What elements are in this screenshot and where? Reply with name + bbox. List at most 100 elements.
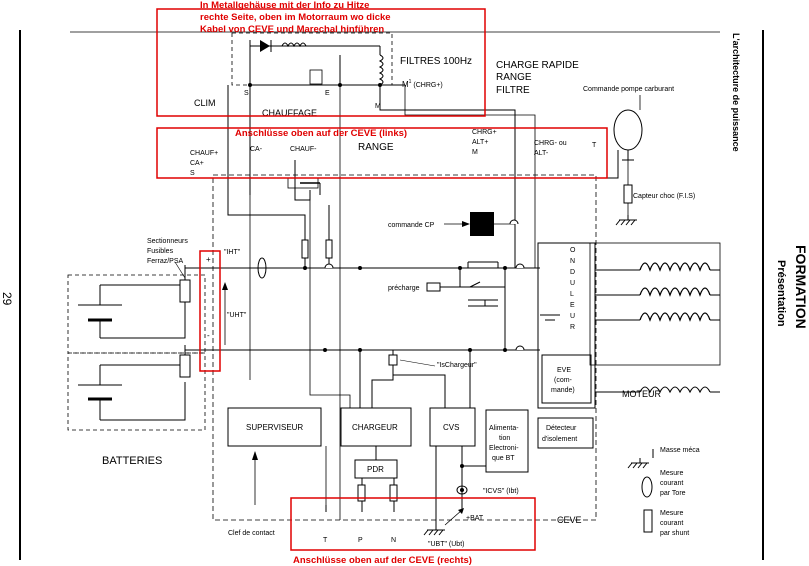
page-number: 29 — [0, 292, 14, 306]
detecteur-box — [537, 417, 594, 449]
annotation-box-top — [156, 8, 486, 117]
t-bottom-label: T — [323, 537, 328, 544]
alim-label-4: que BT — [492, 455, 515, 462]
filtres-label: FILTRES 100Hz — [400, 56, 472, 67]
filters-block — [248, 40, 405, 100]
pdr-box — [354, 459, 398, 479]
legend-shunt-1: Mesure — [660, 510, 683, 517]
chauf-minus-label: CHAUF- — [290, 146, 317, 153]
ca-plus-label: CA+ — [190, 160, 204, 167]
t-top-label: T — [592, 142, 597, 149]
icvs-sensor — [456, 485, 468, 495]
onduleur-letter: U — [570, 280, 575, 287]
charge-rapide-label: CHARGE RAPIDE — [496, 60, 579, 71]
moteur-label: MOTEUR — [622, 389, 661, 399]
uht-label: "UHT" — [227, 312, 247, 319]
legend-tore-1: Mesure — [660, 470, 683, 477]
onduleur-letter: E — [570, 302, 575, 309]
alt-plus-label: ALT+ — [472, 139, 488, 146]
capteur-label: Capteur choc (F.I.S) — [633, 193, 695, 200]
m2-label: M — [472, 149, 478, 156]
onduleur-letter: R — [570, 324, 575, 331]
annotation-top-line2: rechte Seite, oben im Motorraum wo dicke — [200, 12, 391, 23]
detecteur-label-2: d'isolement — [542, 436, 577, 443]
minus-terminal: - — [207, 331, 210, 340]
sectionneurs-label-2: Fusibles — [147, 248, 174, 255]
eve-box — [541, 354, 592, 404]
alim-label-1: Alimenta- — [489, 425, 519, 432]
cvs-label: CVS — [443, 423, 459, 432]
side-title: FORMATION — [793, 245, 809, 329]
legend-tore-symbol — [641, 476, 653, 498]
ceve-label: CEVE — [557, 515, 582, 525]
superviseur-label: SUPERVISEUR — [246, 423, 303, 432]
detecteur-label-1: Détecteur — [546, 425, 577, 432]
pdr-label: PDR — [367, 465, 384, 474]
fuel-pump-motor — [613, 109, 643, 151]
pompe-label: Commande pompe carburant — [583, 86, 674, 93]
shunt-2 — [325, 239, 333, 259]
alim-label-3: Electroni- — [489, 445, 519, 452]
ubt-label: "UBT" (Ubt) — [428, 541, 464, 548]
onduleur-letter: L — [570, 291, 574, 298]
eve-label-1: EVE — [557, 367, 571, 374]
iht-label: "IHT" — [224, 249, 241, 256]
batteries-label: BATTERIES — [102, 455, 162, 467]
legend-masse-label: Masse méca — [660, 447, 700, 454]
sectionneurs-label-3: Ferraz/PSA — [147, 258, 184, 265]
chargeur-label: CHARGEUR — [352, 423, 398, 432]
precharge-label: précharge — [388, 285, 420, 292]
plus-terminal: + — [206, 255, 211, 264]
commande-cp-label: commande CP — [388, 222, 435, 229]
s-terminal-label: S — [244, 90, 249, 97]
eve-label-3: mande) — [551, 387, 575, 394]
filters-enclosure — [231, 32, 393, 86]
fuse-positive — [179, 279, 191, 303]
filtre-label: FILTRE — [496, 85, 530, 96]
ceve-enclosure — [212, 174, 597, 521]
alim-label-2: tion — [499, 435, 510, 442]
annotation-bottom: Anschlüsse oben auf der CEVE (rechts) — [293, 555, 472, 566]
legend-tore-3: par Tore — [660, 490, 686, 497]
onduleur-enclosure — [537, 242, 596, 409]
annotation-box-battery-terminals — [199, 250, 221, 372]
m1-label: M1 (CHRG+) — [402, 79, 443, 89]
legend-shunt-3: par shunt — [660, 530, 689, 537]
ca-minus-label: CA- — [250, 146, 263, 153]
m-terminal-label: M — [375, 103, 381, 110]
e-terminal-label: E — [325, 90, 330, 97]
shunt-1 — [301, 239, 309, 259]
side-subtitle: Présentation — [775, 260, 787, 327]
alt-minus-label: ALT- — [534, 150, 549, 157]
alim-box — [485, 409, 529, 473]
onduleur-letter: O — [570, 247, 576, 254]
chauf-plus-label: CHAUF+ — [190, 150, 218, 157]
chauffage-label: CHAUFFAGE — [262, 108, 317, 118]
annotation-box-middle — [156, 127, 608, 179]
bat-plus-label: +BAT — [466, 515, 484, 522]
onduleur-letter: N — [570, 258, 575, 265]
bus-junctions — [303, 266, 507, 352]
chrg-minus-label: CHRG- ou — [534, 140, 567, 147]
annotation-top-line1: In Metallgehäuse mit der Info zu Hitze — [200, 0, 369, 11]
s2-label: S — [190, 170, 195, 177]
n-bottom-label: N — [391, 537, 396, 544]
legend-tore-2: courant — [660, 480, 683, 487]
range-label-mid: RANGE — [358, 142, 394, 153]
fuse-negative — [179, 354, 191, 378]
legend-shunt-2: courant — [660, 520, 683, 527]
legend-shunt-symbol — [643, 509, 653, 533]
contactor-cp — [470, 212, 494, 236]
clef-label: Clef de contact — [228, 530, 275, 537]
chrg-plus-label: CHRG+ — [472, 129, 497, 136]
onduleur-letter: D — [570, 269, 575, 276]
p-bottom-label: P — [358, 537, 363, 544]
precharge-contactors — [426, 261, 506, 306]
range-label-top: RANGE — [496, 72, 532, 83]
eve-label-2: (com- — [554, 377, 573, 384]
annotation-box-bottom — [290, 497, 536, 551]
icvs-label: "ICVS" (Ibt) — [483, 488, 519, 495]
